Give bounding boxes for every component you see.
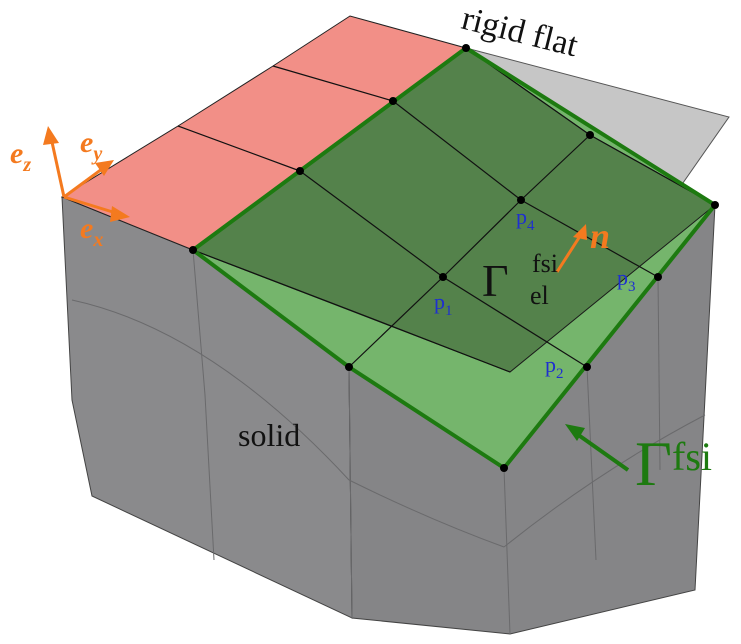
gamma-el-fsi-label: Γ <box>482 255 509 306</box>
p2-label: p2 <box>545 352 564 382</box>
gamma-fsi-symbol: Γ <box>635 428 672 499</box>
gamma-el-superscript: fsi <box>532 249 558 278</box>
node-p2 <box>583 363 591 371</box>
node <box>345 363 353 371</box>
fsi-boundary-outline <box>191 46 717 470</box>
p3-label: p3 <box>617 265 636 295</box>
p4-label: p4 <box>516 204 535 234</box>
normal-vector: n <box>555 216 610 273</box>
node <box>711 201 719 209</box>
solid-label: solid <box>238 417 300 453</box>
gamma-fsi-superscript: fsi <box>672 434 712 479</box>
gamma-el-subscript: el <box>530 281 549 310</box>
node <box>586 131 594 139</box>
solid-mesh-lines <box>71 249 706 635</box>
normal-label: n <box>590 216 610 256</box>
mesh-nodes <box>189 44 719 472</box>
node-p3 <box>654 273 662 281</box>
node <box>462 44 470 52</box>
ez-label: ez <box>10 137 31 176</box>
node-p4 <box>517 196 525 204</box>
coordinate-axes: ez ey ex <box>10 126 130 251</box>
gamma-fsi-annotation: Γ fsi <box>565 424 712 499</box>
node <box>296 167 304 175</box>
ex-label: ex <box>80 212 103 251</box>
node <box>389 97 397 105</box>
ey-label: ey <box>80 126 102 165</box>
node-p1 <box>439 273 447 281</box>
node <box>500 464 508 472</box>
p1-label: p1 <box>434 289 453 319</box>
node <box>189 246 197 254</box>
red-mesh-lines <box>177 65 394 172</box>
